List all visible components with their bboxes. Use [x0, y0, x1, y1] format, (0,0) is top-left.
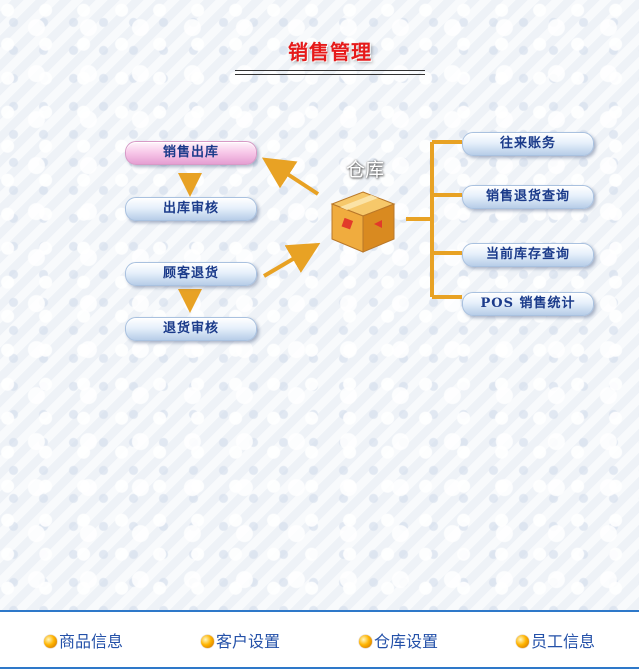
accounts-button[interactable]: 往来账务 [462, 132, 594, 156]
footer-customers-label: 客户设置 [216, 632, 281, 651]
footer-warehouse-link[interactable]: 仓库设置 [359, 631, 438, 653]
out-audit-button[interactable]: 出库审核 [125, 197, 257, 221]
stock-query-button[interactable]: 当前库存查询 [462, 243, 594, 267]
return-query-button[interactable]: 销售退货查询 [462, 185, 594, 209]
footer-goods-label: 商品信息 [59, 632, 124, 651]
bracket-right [406, 140, 462, 299]
footer-staff-link[interactable]: 员工信息 [516, 631, 595, 653]
footer-customers-link[interactable]: 客户设置 [201, 631, 280, 653]
arrow-warehouse-to-sales [261, 157, 320, 196]
footer-nav: 商品信息 客户设置 仓库设置 员工信息 [0, 610, 639, 669]
sales-out-button[interactable]: 销售出库 [125, 141, 257, 165]
bullet-icon [201, 635, 214, 648]
page-title: 销售管理 [288, 40, 372, 64]
bullet-icon [516, 635, 529, 648]
footer-goods-link[interactable]: 商品信息 [44, 631, 123, 653]
return-audit-button[interactable]: 退货审核 [125, 317, 257, 341]
arrow-return-to-warehouse [262, 242, 321, 278]
warehouse-box-icon[interactable] [328, 186, 398, 256]
footer-staff-label: 员工信息 [531, 632, 596, 651]
title-underline [235, 70, 425, 75]
warehouse-label: 仓库 [345, 159, 384, 181]
bullet-icon [359, 635, 372, 648]
footer-warehouse-label: 仓库设置 [374, 632, 439, 651]
bullet-icon [44, 635, 57, 648]
customer-return-button[interactable]: 顾客退货 [125, 262, 257, 286]
pos-stats-button[interactable]: POS 销售统计 [462, 292, 594, 316]
